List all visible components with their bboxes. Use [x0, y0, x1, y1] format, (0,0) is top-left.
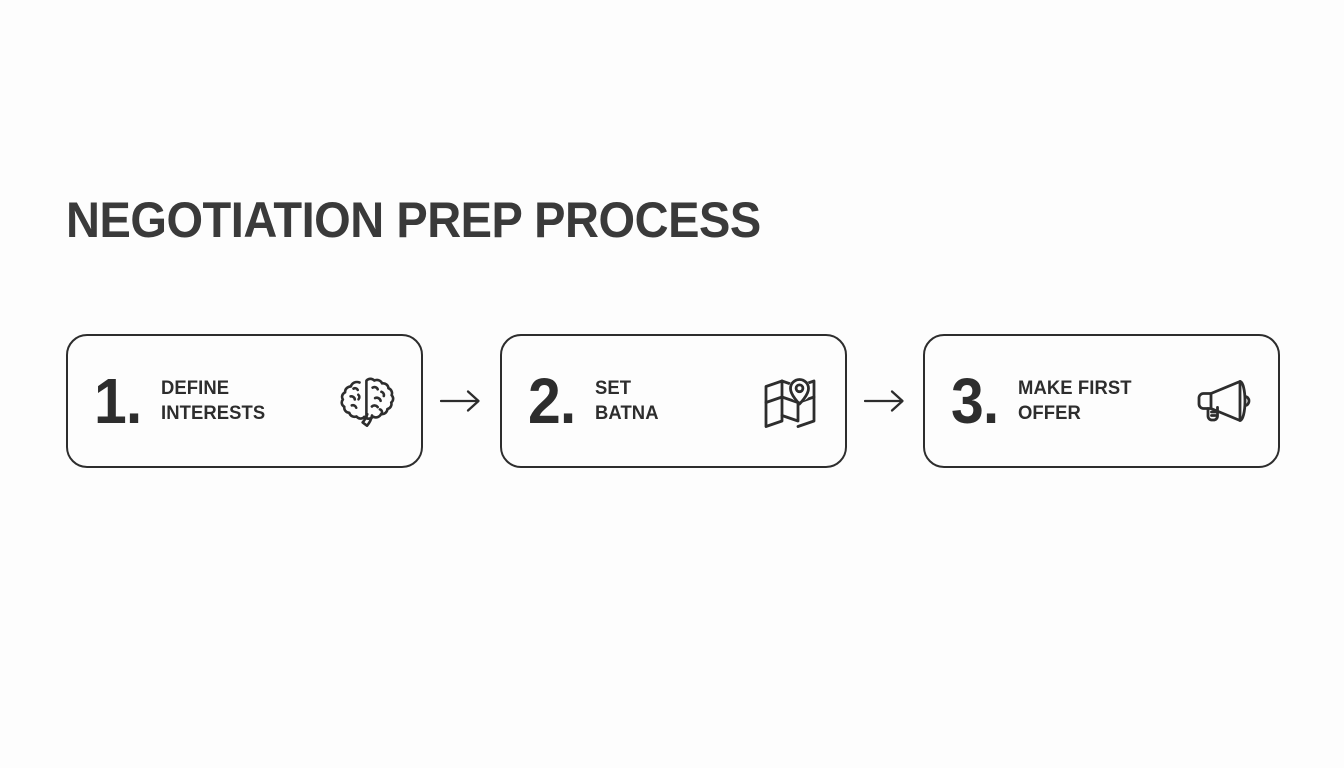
megaphone-icon: [1192, 367, 1260, 435]
process-step-card-2[interactable]: 2. SET BATNA: [499, 334, 847, 468]
step-number-2: 2.: [527, 365, 576, 437]
process-step-card-3[interactable]: 3. MAKE FIRST OFFER: [923, 334, 1280, 468]
step-label-2-line-1: SET: [594, 378, 632, 399]
process-flow: 1. DEFINE INTERESTS: [66, 334, 1280, 468]
step-label-1-line-2: INTERESTS: [161, 403, 266, 424]
step-label-1-line-1: DEFINE: [161, 378, 230, 399]
step-label-2: SET BATNA: [595, 376, 748, 426]
step-label-2-line-2: BATNA: [594, 403, 659, 424]
brain-icon: [335, 367, 403, 435]
step-label-3: MAKE FIRST OFFER: [1018, 376, 1181, 426]
step-number-1: 1.: [94, 365, 142, 437]
page-title: NEGOTIATION PREP PROCESS: [66, 192, 761, 248]
step-number-3: 3.: [951, 365, 999, 437]
flow-arrow-2: [855, 381, 915, 421]
step-label-1: DEFINE INTERESTS: [161, 376, 324, 426]
process-step-card-1[interactable]: 1. DEFINE INTERESTS: [66, 334, 423, 468]
folded-map-pin-icon: [759, 367, 827, 435]
step-label-3-line-2: OFFER: [1018, 403, 1082, 424]
step-label-3-line-1: MAKE FIRST: [1018, 378, 1132, 399]
flow-arrow-1: [431, 381, 491, 421]
